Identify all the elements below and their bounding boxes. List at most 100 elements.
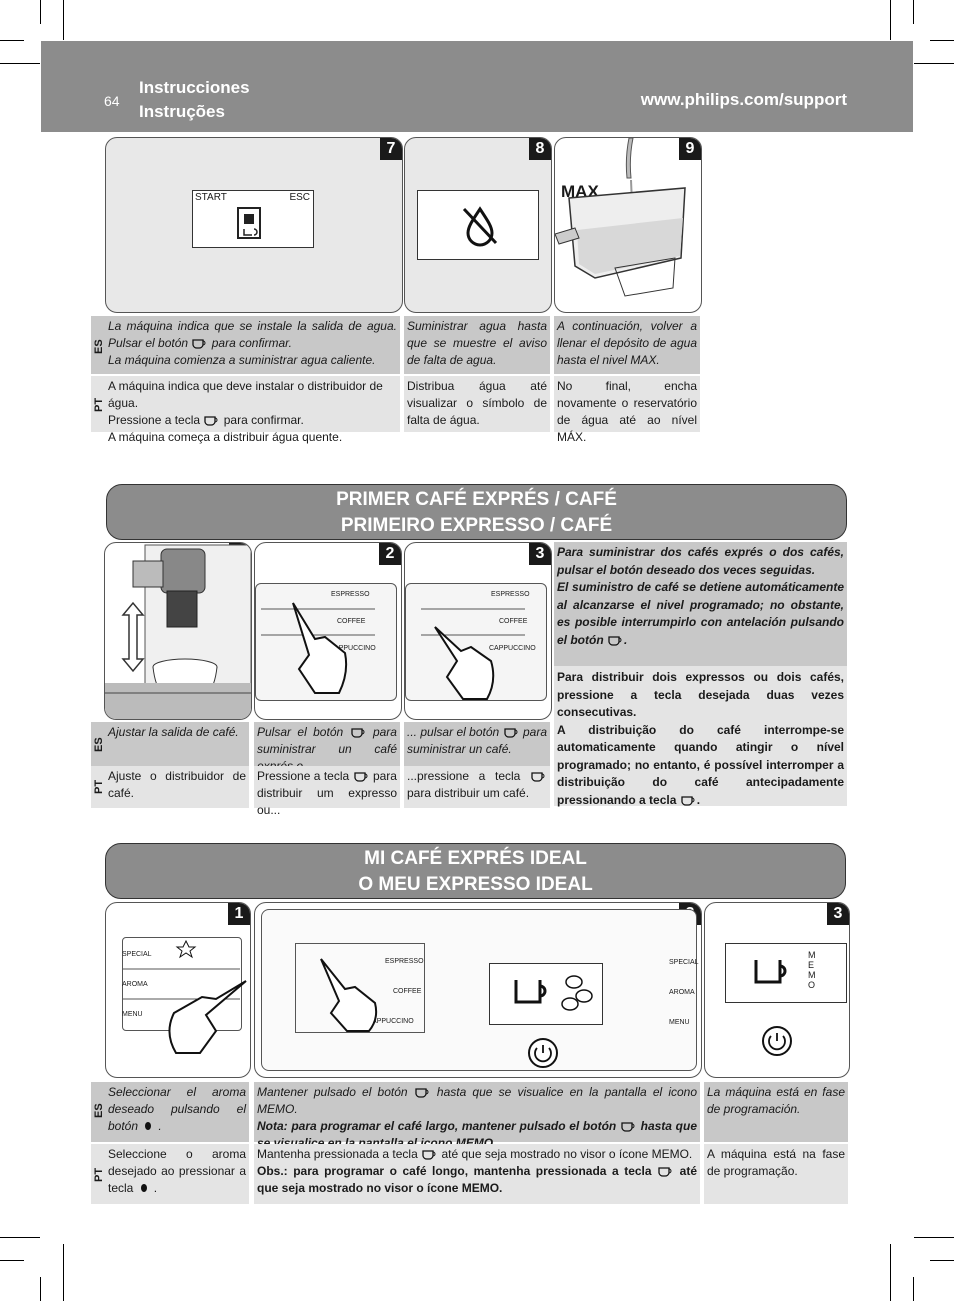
text-span: A máquina começa a distribuir água quent… — [108, 430, 343, 444]
text-span: para confirmar. — [223, 413, 304, 427]
text-span: Obs.: para programar o café longo, mante… — [257, 1164, 652, 1178]
ideal-step-3-text-pt: A máquina está na fase de programação. — [704, 1144, 848, 1204]
text-span: hasta que se visualice en la pantalla el… — [257, 1085, 698, 1116]
page-number: 64 — [104, 93, 120, 109]
display-screen: MEMO — [725, 943, 847, 1003]
ideal-step-2-text-es: Mantener pulsado el botón hasta que se v… — [254, 1082, 700, 1150]
memo-label: MEMO — [808, 950, 816, 990]
text-span: ...pressione a tecla — [407, 769, 521, 783]
memo-coffee-icon — [353, 772, 368, 782]
lang-label-es: ES — [93, 1103, 105, 1118]
step-8-text-pt: Distribua água até visualizar o símbolo … — [404, 376, 550, 432]
memo-coffee-icon — [621, 1122, 635, 1132]
memo-coffee-icon — [658, 1167, 672, 1177]
support-link[interactable]: www.philips.com/support — [640, 90, 847, 109]
text-span: A distribuição do café interrompe-se aut… — [557, 722, 844, 807]
special-label[interactable]: SPECIAL — [669, 959, 699, 966]
step-number: 1 — [228, 903, 250, 925]
crop-mark — [40, 1277, 41, 1301]
display-screen — [489, 963, 603, 1025]
display-screen: START ESC — [192, 190, 314, 248]
espresso-label[interactable]: ESPRESSO — [331, 591, 370, 598]
text-span: para distribuir um expresso ou... — [257, 769, 397, 817]
lang-label-es: ES — [93, 339, 105, 354]
ideal-step-1-text-pt: Seleccione o aroma desejado ao pressiona… — [91, 1144, 249, 1204]
banner-line-pt: PRIMEIRO EXPRESSO / CAFÉ — [340, 515, 613, 536]
espresso-label[interactable]: ESPRESSO — [491, 591, 530, 598]
coffee-memo-icon — [754, 960, 787, 984]
menu-label[interactable]: MENU — [122, 1011, 143, 1018]
text-span: Pressione a tecla — [257, 769, 350, 783]
text-span: La máquina comienza a suministrar agua c… — [108, 353, 376, 367]
step-number: 2 — [379, 543, 401, 565]
step-9-text-es: A continuación, volver a llenar el depós… — [554, 316, 700, 374]
step-number: 9 — [679, 138, 701, 160]
cappuccino-label[interactable]: CAPPUCCINO — [367, 1018, 414, 1025]
lang-label-pt: PT — [93, 779, 105, 794]
hand-pointer-icon — [320, 958, 558, 1068]
hand-pointer-icon — [261, 602, 375, 694]
step-9-text-pt: No final, encha novamente o reservatório… — [554, 376, 700, 444]
espresso-label[interactable]: ESPRESSO — [385, 958, 424, 965]
text-span: Seleccionar el aroma deseado pulsando el… — [108, 1085, 246, 1133]
step-number: 8 — [529, 138, 551, 160]
coffee-label[interactable]: COFFEE — [337, 618, 366, 625]
memo-coffee-icon — [422, 1150, 436, 1160]
coffee-label[interactable]: COFFEE — [499, 618, 528, 625]
crop-mark — [63, 1244, 64, 1301]
crop-mark — [930, 1260, 954, 1261]
lang-label-pt: PT — [93, 397, 105, 412]
hand-pointer-icon — [421, 608, 525, 700]
text-span: A máquina indica que deve instalar o dis… — [108, 379, 383, 410]
step-7-panel: 7 START ESC — [105, 137, 403, 313]
crop-mark — [63, 0, 64, 40]
ideal-step-1-text-es: Seleccionar el aroma deseado pulsando el… — [91, 1082, 249, 1142]
display-screen — [417, 190, 539, 260]
text-span: Seleccione o aroma desejado ao pressiona… — [108, 1147, 246, 1195]
aroma-bean-icon — [140, 1184, 147, 1192]
first-step-2-text-es: Pulsar el botón para suministrar un café… — [254, 722, 400, 773]
aroma-label[interactable]: AROMA — [669, 989, 695, 996]
ideal-step-3-panel: 3 MEMO — [704, 902, 850, 1078]
section-banner-ideal: MI CAFÉ EXPRÉS IDEAL O MEU EXPRESSO IDEA… — [105, 843, 846, 899]
power-button-icon[interactable] — [705, 903, 849, 1077]
crop-mark — [913, 1277, 914, 1301]
crop-mark — [0, 63, 40, 64]
cappuccino-label[interactable]: CAPPUCCINO — [489, 645, 536, 652]
memo-coffee-icon — [608, 635, 622, 646]
screen-start-label: START — [195, 192, 227, 203]
lang-label-es: ES — [93, 737, 105, 752]
text-span: Pulsar el botón — [257, 725, 344, 739]
cappuccino-label[interactable]: CAPPUCCINO — [329, 645, 376, 652]
step-number: 3 — [529, 543, 551, 565]
text-span: Mantenha pressionada a tecla — [257, 1147, 418, 1161]
aroma-label[interactable]: AROMA — [122, 981, 148, 988]
first-step-1-panel: 1 — [104, 542, 252, 720]
first-step-1-text-es: Ajustar la salida de café. — [91, 722, 249, 766]
coffee-label[interactable]: COFFEE — [393, 988, 422, 995]
text-span: até que seja mostrado no visor o ícone M… — [257, 1164, 697, 1195]
first-step-3-text-pt: ...pressione a tecla para distribuir um … — [404, 766, 550, 808]
first-coffee-note-pt: Para distribuir dois expressos ou dois c… — [554, 666, 847, 807]
text-span: para confirmar. — [211, 336, 292, 350]
aroma-bean-icon — [145, 1122, 152, 1130]
step-8-panel: 8 — [404, 137, 552, 313]
ideal-step-2-text-pt: Mantenha pressionada a tecla até que sej… — [254, 1144, 700, 1204]
special-label[interactable]: SPECIAL — [122, 951, 152, 958]
water-spout-icon — [237, 207, 261, 239]
first-step-3-panel: 3 ESPRESSO COFFEE CAPPUCCINO — [404, 542, 552, 720]
first-coffee-note-es: Para suministrar dos cafés exprés o dos … — [554, 542, 847, 666]
text-span: La máquina indica que se instale la sali… — [108, 319, 397, 350]
memo-coffee-icon — [531, 772, 545, 782]
crop-mark — [0, 1237, 40, 1238]
text-span: . — [158, 1119, 162, 1133]
menu-label[interactable]: MENU — [669, 1019, 690, 1026]
crop-mark — [930, 40, 954, 41]
step-9-panel: 9 MAX — [554, 137, 702, 313]
ideal-step-3-text-es: La máquina está en fase de programación. — [704, 1082, 848, 1142]
crop-mark — [890, 1244, 891, 1301]
banner-line-es: PRIMER CAFÉ EXPRÉS / CAFÉ — [336, 489, 617, 510]
ideal-step-1-panel: 1 SPECIAL AROMA MENU — [105, 902, 251, 1078]
banner-line-pt: O MEU EXPRESSO IDEAL — [358, 874, 593, 895]
no-water-icon — [462, 206, 498, 247]
